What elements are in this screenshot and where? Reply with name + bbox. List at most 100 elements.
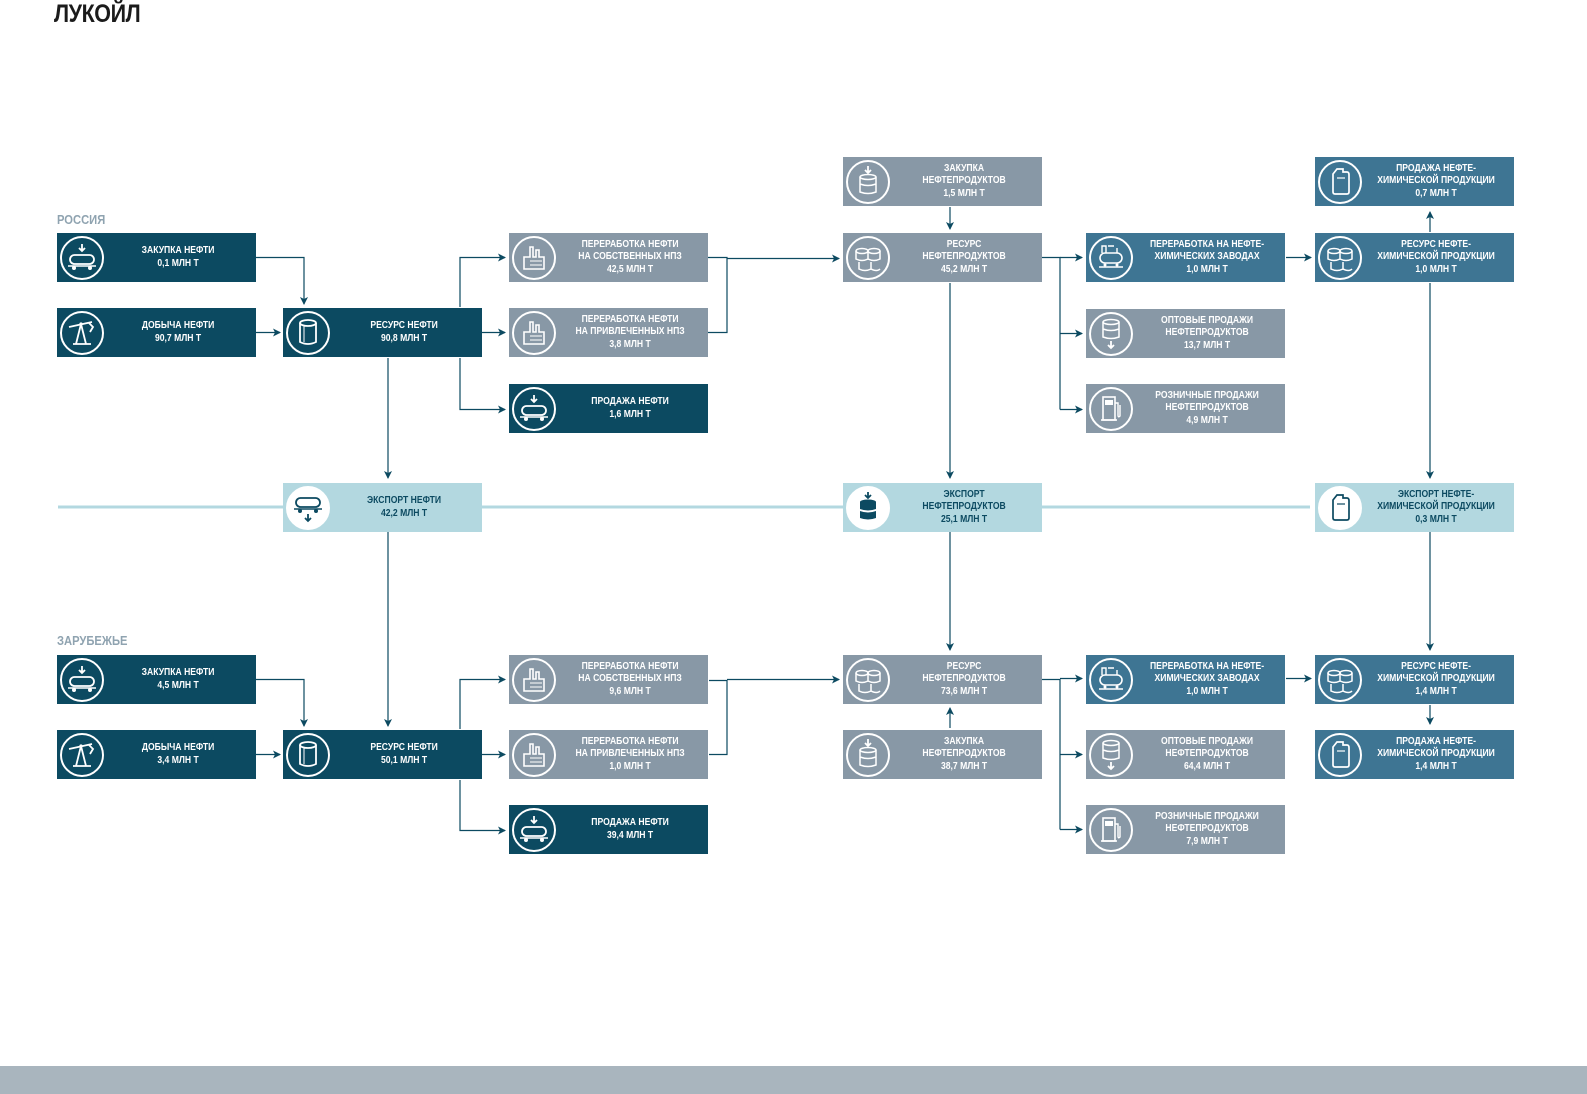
node-label-line: 73,6 МЛН Т [940, 685, 988, 697]
node-label-line: ХИМИЧЕСКОЙ ПРОДУКЦИИ [1377, 501, 1495, 513]
node-label-line: НА ПРИВЛЕЧЕННЫХ НПЗ [575, 748, 685, 760]
node-label-line: ЗАКУПКА НЕФТИ [141, 245, 215, 256]
refinery-icon [509, 233, 559, 282]
node-label-line: 1,0 МЛН Т [1415, 263, 1457, 275]
node-label-line: 1,0 МЛН Т [609, 760, 651, 772]
node-label-line: ПРОДАЖА НЕФТИ [591, 396, 669, 407]
barrels-out-icon [1086, 309, 1136, 358]
node-label-line: 50,1 МЛН Т [380, 754, 428, 766]
node-label-line: 0,3 МЛН Т [1415, 513, 1457, 525]
rail-tank-car-out-icon [283, 483, 333, 532]
node-label-line: ХИМИЧЕСКОЙ ПРОДУКЦИИ [1377, 175, 1495, 187]
node-label-line: ЭКСПОРТ НЕФТЕ- [1397, 488, 1475, 500]
canister-icon [1315, 157, 1365, 206]
node-label-line: 42,5 МЛН Т [606, 263, 654, 275]
node-label-line: НЕФТЕПРОДУКТОВ [922, 673, 1006, 685]
node-label-line: ПРОДАЖА НЕФТЕ- [1396, 162, 1477, 174]
node-label-line: 3,8 МЛН Т [609, 338, 651, 350]
node-label-line: ЭКСПОРТ НЕФТИ [367, 495, 442, 506]
region-label-abroad: ЗАРУБЕЖЬЕ [57, 633, 128, 648]
flow-ru-refining-merge [707, 256, 728, 334]
node-label-line: 7,9 МЛН Т [1186, 835, 1228, 847]
oil-pump-jack-icon [57, 308, 107, 357]
node-label-line: ПЕРЕРАБОТКА НЕФТИ [581, 238, 679, 250]
node-label-line: ДОБЫЧА НЕФТИ [141, 320, 215, 331]
flow-ru-products-branch [1042, 256, 1061, 410]
node-label-line: 64,4 МЛН Т [1183, 760, 1231, 772]
petrochem-plant-icon [1086, 655, 1136, 704]
node-label-line: 1,4 МЛН Т [1415, 685, 1457, 697]
node-label-line: 1,0 МЛН Т [1186, 263, 1228, 275]
node-label-line: ЗАКУПКА [944, 735, 985, 747]
flow-ab-products-branch [1042, 678, 1061, 830]
node-label-line: НА СОБСТВЕННЫХ НПЗ [578, 251, 682, 263]
node-label-line: 42,2 МЛН Т [380, 507, 428, 519]
node-label-line: ЗАКУПКА НЕФТИ [141, 667, 215, 678]
oil-drum-icon [283, 308, 333, 357]
barrels-in-icon [843, 157, 893, 206]
node-label-line: РЕСУРС НЕФТЕ- [1401, 660, 1471, 672]
canister-icon [1315, 730, 1365, 779]
barrels-stack-icon [843, 655, 893, 704]
node-label-line: 90,8 МЛН Т [380, 332, 428, 344]
node-label-line: НА СОБСТВЕННЫХ НПЗ [578, 673, 682, 685]
node-label-line: 0,1 МЛН Т [157, 257, 199, 269]
node-label-line: ПРОДАЖА НЕФТЕ- [1396, 735, 1477, 747]
node-label-line: ХИМИЧЕСКИХ ЗАВОДАХ [1154, 673, 1260, 685]
node-label-line: 4,9 МЛН Т [1186, 414, 1228, 426]
node-label-line: РОЗНИЧНЫЕ ПРОДАЖИ [1155, 810, 1259, 822]
barrels-export-icon [843, 483, 893, 532]
footer-bar [0, 1066, 1587, 1094]
node-label-line: ПЕРЕРАБОТКА НА НЕФТЕ- [1149, 660, 1265, 672]
node-label-line: 3,4 МЛН Т [157, 754, 199, 766]
oil-pump-jack-icon [57, 730, 107, 779]
node-label-line: 0,7 МЛН Т [1415, 187, 1457, 199]
flow-ab-refining-merge [709, 679, 728, 756]
node-label-line: 45,2 МЛН Т [940, 263, 988, 275]
node-label-line: ОПТОВЫЕ ПРОДАЖИ [1161, 314, 1254, 326]
node-label-line: ДОБЫЧА НЕФТИ [141, 742, 215, 753]
company-logo: ЛУКОЙЛ [54, 0, 141, 28]
node-label-line: НЕФТЕПРОДУКТОВ [1165, 327, 1249, 339]
node-label-line: 9,6 МЛН Т [609, 685, 651, 697]
node-label-line: НЕФТЕПРОДУКТОВ [922, 251, 1006, 263]
barrels-stack-icon [1315, 655, 1365, 704]
rail-tank-car-icon [509, 384, 559, 433]
barrels-out-icon [1086, 730, 1136, 779]
